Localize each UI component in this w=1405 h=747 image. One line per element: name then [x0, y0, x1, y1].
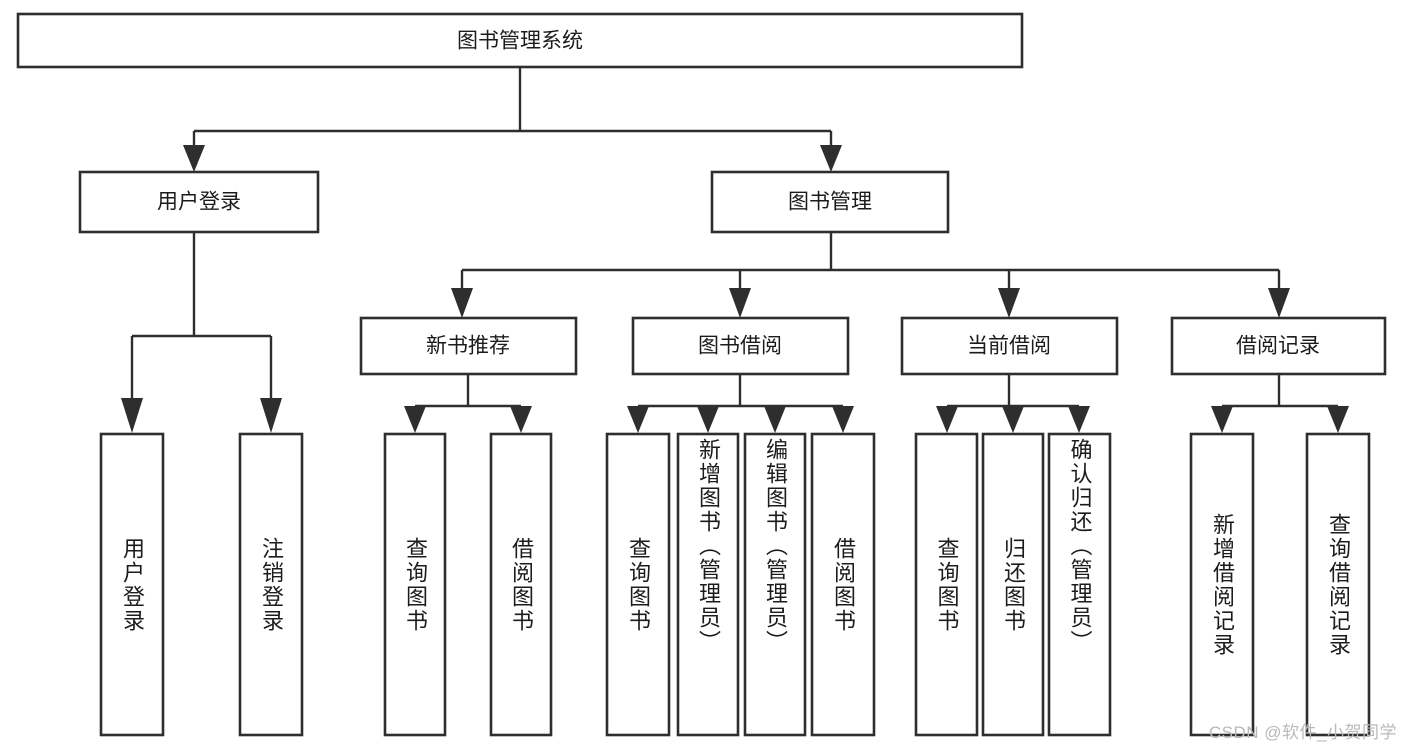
node-book-borrow[interactable]: 图书借阅 — [631, 316, 850, 376]
node-borrow-record-box[interactable] — [1170, 316, 1387, 376]
leaf-box-query-book-1[interactable] — [383, 432, 447, 737]
arrow-head-icon — [1327, 406, 1349, 433]
arrow-head-icon — [510, 406, 532, 433]
connector-newbook-to-leaves — [404, 375, 532, 433]
connector-currentborrow-to-leaves — [936, 375, 1090, 433]
leaf-box-query-book-2[interactable] — [605, 432, 671, 737]
arrow-head-icon — [1268, 288, 1290, 318]
arrow-head-icon — [998, 288, 1020, 318]
leaf-box-confirm-return[interactable] — [1047, 432, 1112, 737]
leaf-box-borrow-book-2[interactable] — [810, 432, 876, 737]
node-borrow-record[interactable]: 借阅记录 — [1170, 316, 1387, 376]
node-new-book-recommend-label: 新书推荐 — [426, 335, 510, 358]
arrow-head-icon — [260, 398, 282, 433]
node-user-login[interactable]: 用户登录 — [78, 170, 320, 234]
node-current-borrow-label: 当前借阅 — [967, 335, 1051, 358]
node-current-borrow[interactable]: 当前借阅 — [900, 316, 1119, 376]
node-root-box[interactable] — [16, 12, 1024, 69]
arrow-head-icon — [1068, 406, 1090, 433]
arrow-head-icon — [183, 145, 205, 172]
leaf-box-query-record[interactable] — [1305, 432, 1371, 737]
connector-bookborrow-to-leaves — [627, 375, 854, 433]
leaf-box-edit-book[interactable] — [743, 432, 807, 737]
arrow-head-icon — [121, 398, 143, 433]
leaf-box-user-login[interactable] — [99, 432, 165, 737]
node-user-login-box[interactable] — [78, 170, 320, 234]
arrow-head-icon — [764, 406, 786, 433]
connector-bookmgmt-to-level3 — [451, 232, 1290, 318]
node-new-book-recommend-box[interactable] — [359, 316, 578, 376]
leaf-box-borrow-book-1[interactable] — [489, 432, 553, 737]
leaf-box-return-book[interactable] — [981, 432, 1045, 737]
connector-userlogin-to-leaves — [121, 232, 282, 433]
arrow-head-icon — [936, 406, 958, 433]
leaf-box-user-logout[interactable] — [238, 432, 304, 737]
node-root[interactable]: 图书管理系统 — [16, 12, 1024, 69]
arrow-head-icon — [697, 406, 719, 433]
arrow-head-icon — [627, 406, 649, 433]
node-book-management-box[interactable] — [710, 170, 950, 234]
arrow-head-icon — [729, 288, 751, 318]
node-book-management-label: 图书管理 — [788, 191, 872, 214]
arrow-head-icon — [1211, 406, 1233, 433]
node-book-borrow-box[interactable] — [631, 316, 850, 376]
arrow-head-icon — [820, 145, 842, 172]
connector-root-to-level2 — [183, 67, 842, 172]
arrow-head-icon — [451, 288, 473, 318]
node-user-login-label: 用户登录 — [157, 191, 241, 214]
node-book-borrow-label: 图书借阅 — [698, 335, 782, 358]
arrow-head-icon — [832, 406, 854, 433]
leaf-box-add-record[interactable] — [1189, 432, 1255, 737]
node-book-management[interactable]: 图书管理 — [710, 170, 950, 234]
arrow-head-icon — [1002, 406, 1024, 433]
node-current-borrow-box[interactable] — [900, 316, 1119, 376]
leaf-box-query-book-3[interactable] — [914, 432, 979, 737]
node-borrow-record-label: 借阅记录 — [1236, 335, 1320, 358]
leaf-box-add-book[interactable] — [676, 432, 740, 737]
connector-borrowrecord-to-leaves — [1211, 375, 1349, 433]
node-root-label: 图书管理系统 — [457, 30, 583, 53]
csdn-watermark: CSDN @软件_小贺同学 — [1208, 723, 1397, 742]
arrow-head-icon — [404, 406, 426, 433]
node-new-book-recommend[interactable]: 新书推荐 — [359, 316, 578, 376]
